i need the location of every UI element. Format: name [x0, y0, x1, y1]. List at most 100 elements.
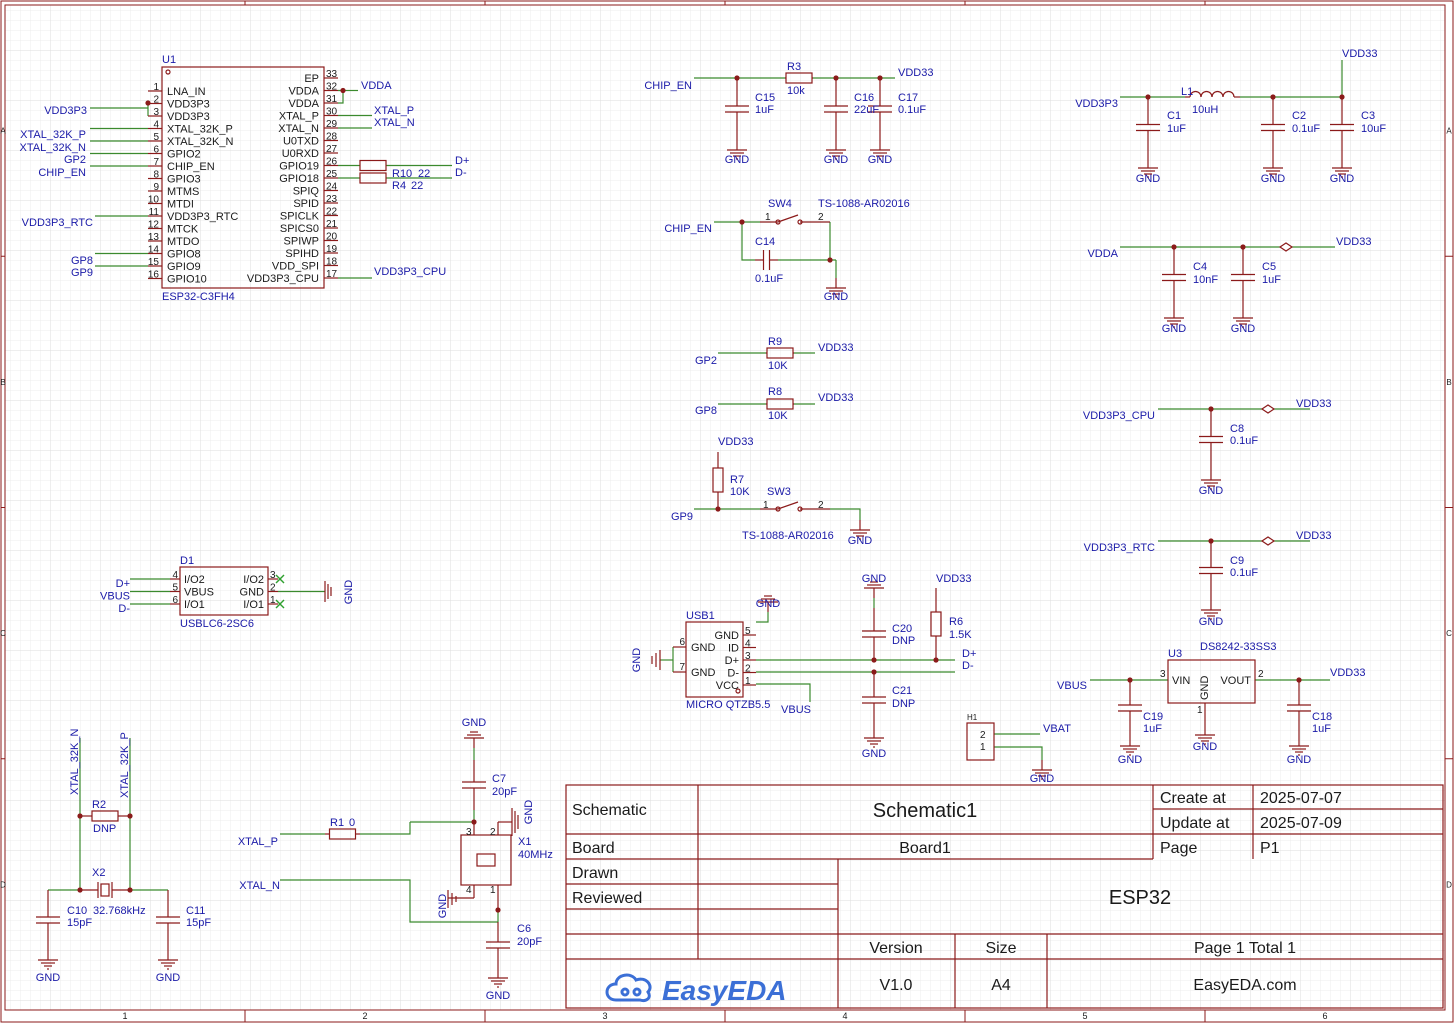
pin-number: 1 — [980, 742, 986, 753]
pin-number: 8 — [153, 170, 159, 181]
net-label: 0.1uF — [898, 104, 926, 116]
pin-number: 5 — [153, 132, 159, 143]
net-label: 15pF — [186, 917, 211, 929]
junction-dot — [1171, 244, 1177, 250]
frame-row-label: A — [1446, 127, 1452, 136]
tb-update-date: 2025-07-09 — [1260, 815, 1342, 832]
tb-board-label: Board — [572, 840, 615, 857]
pin-label: GND — [715, 630, 740, 642]
net-flag — [1260, 536, 1276, 546]
net-label: VDD33 — [818, 392, 853, 404]
junction-dot — [877, 75, 883, 81]
pin-number: 20 — [326, 232, 338, 243]
pin-label: GPIO10 — [167, 274, 207, 286]
tb-board-name[interactable]: Board1 — [899, 840, 951, 857]
net-label: GND — [1287, 754, 1312, 766]
net-label: D+ — [962, 648, 976, 660]
pin-label: GPIO18 — [279, 173, 319, 185]
junction-dot — [739, 219, 745, 225]
x1-body — [460, 834, 512, 886]
junction-dot — [933, 657, 939, 663]
net-label: VDD33 — [818, 342, 853, 354]
tb-schematic-name[interactable]: Schematic1 — [873, 800, 978, 822]
net-label: D- — [962, 660, 974, 672]
net-label: CHIP_EN — [664, 223, 712, 235]
pin-label: MTCK — [167, 224, 199, 236]
net-label: D- — [455, 167, 467, 179]
pin-label: GND — [691, 667, 716, 679]
gnd-label: GND — [868, 154, 893, 166]
net-label: 10nF — [1193, 274, 1218, 286]
net-label: 1uF — [1262, 274, 1281, 286]
net-label: GP8 — [71, 255, 93, 267]
pin-label: XTAL_32K_P — [167, 124, 233, 136]
pin-number: 4 — [466, 885, 472, 896]
pin1-marker — [165, 69, 171, 75]
pin-label: VDD3P3 — [167, 99, 210, 111]
junction-layer — [77, 75, 1345, 913]
pin-label: XTAL_N — [278, 123, 319, 135]
net-label: C8 — [1230, 423, 1244, 435]
net-label: 1uF — [1143, 723, 1162, 735]
net-label: VDDA — [1087, 248, 1118, 260]
wire — [994, 746, 1043, 760]
net-label: 10K — [768, 410, 788, 422]
pin-label: GND — [240, 587, 265, 599]
pin-label: SPIHD — [285, 248, 319, 260]
pin-label: GPIO8 — [167, 249, 201, 261]
net-label: VDD33 — [1330, 667, 1365, 679]
net-label: SW3 — [767, 486, 791, 498]
pin-number: 33 — [326, 69, 338, 80]
pin-label: XTAL_P — [279, 111, 319, 123]
junction-dot — [77, 813, 83, 819]
wire — [756, 612, 769, 623]
net-label: VDD3P3 — [44, 105, 87, 117]
pin-number: 2 — [745, 664, 751, 675]
junction-dot — [127, 887, 133, 893]
net-label: 0.1uF — [755, 273, 783, 285]
junction-dot — [715, 506, 721, 512]
crystal-core — [476, 853, 496, 867]
frame-column-label: 3 — [602, 1011, 607, 1021]
net-label: C1 — [1167, 110, 1181, 122]
pin-number: 1 — [153, 82, 159, 93]
d1-part-number: USBLC6-2SC6 — [180, 618, 254, 630]
net-label: R3 — [787, 61, 801, 73]
net-label: GP8 — [695, 405, 717, 417]
gnd-label: GND — [725, 154, 750, 166]
u1-designator: U1 — [162, 54, 176, 66]
pin-label: VOUT — [1220, 675, 1251, 687]
net-label: R2 — [92, 799, 106, 811]
tb-version-label: Version — [869, 940, 922, 957]
junction-dot — [1240, 244, 1246, 250]
net-label: 22uF — [854, 104, 879, 116]
tb-title[interactable]: ESP32 — [1109, 887, 1171, 909]
net-label: L1 — [1181, 86, 1193, 98]
pin-label: I/O2 — [243, 574, 264, 586]
net-label: X1 — [518, 836, 531, 848]
pin-number: 15 — [148, 257, 160, 268]
wire — [756, 683, 811, 702]
net-label: 0 — [349, 817, 355, 829]
gnd-label: GND — [36, 972, 61, 984]
easyeda-logo-text: EasyEDA — [662, 975, 787, 1006]
pin-number: 10 — [148, 195, 160, 206]
net-label: 1uF — [755, 104, 774, 116]
net-label: VBUS — [100, 591, 130, 603]
net-label: 10uH — [1192, 104, 1218, 116]
tb-website[interactable]: EasyEDA.com — [1193, 977, 1296, 994]
net-label: XTAL_N — [239, 880, 280, 892]
junction-dot — [871, 669, 877, 675]
pin-number: 17 — [326, 269, 338, 280]
net-label: 1uF — [1312, 723, 1331, 735]
net-label: VDD33 — [1296, 530, 1331, 542]
pin-label: GPIO2 — [167, 149, 201, 161]
pin-number: 24 — [326, 182, 338, 193]
pin-label: ID — [728, 643, 739, 655]
pin-label: VCC — [716, 680, 739, 692]
net-label: GP9 — [71, 267, 93, 279]
net-label: XTAL_32K_P — [119, 732, 131, 798]
pin-label: GPIO3 — [167, 174, 201, 186]
